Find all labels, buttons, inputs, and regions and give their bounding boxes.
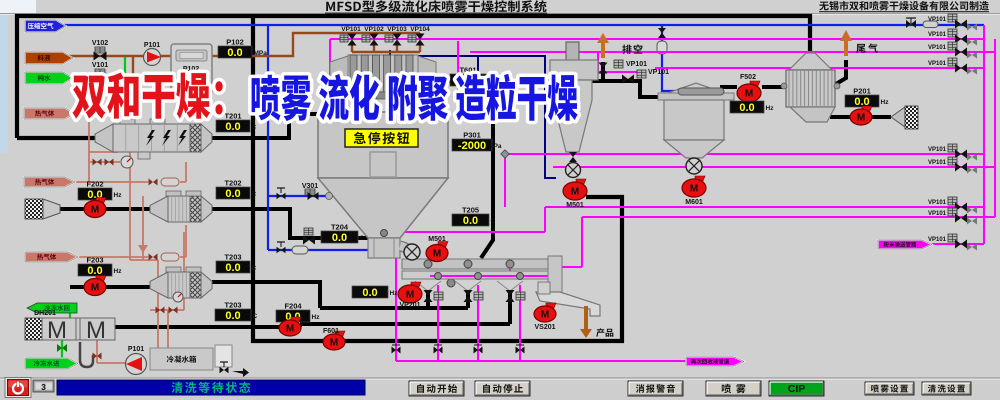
svg-text:P101: P101 bbox=[144, 42, 160, 49]
svg-text:0.0: 0.0 bbox=[225, 188, 240, 200]
svg-text:C: C bbox=[491, 218, 496, 225]
svg-text:0.0: 0.0 bbox=[463, 215, 478, 227]
svg-text:M: M bbox=[745, 89, 753, 100]
svg-text:Hz: Hz bbox=[312, 314, 321, 321]
svg-text:T202: T202 bbox=[224, 179, 241, 188]
svg-text:VP101: VP101 bbox=[928, 211, 947, 217]
svg-text:V301: V301 bbox=[302, 183, 318, 190]
svg-text:0.0: 0.0 bbox=[225, 121, 240, 133]
svg-text:M: M bbox=[541, 310, 549, 321]
svg-text:M: M bbox=[433, 249, 441, 260]
svg-text:V102: V102 bbox=[92, 40, 108, 47]
svg-text:T205: T205 bbox=[462, 206, 479, 215]
svg-text:M: M bbox=[91, 205, 99, 216]
svg-text:0.0: 0.0 bbox=[87, 265, 102, 277]
svg-text:VP101: VP101 bbox=[648, 69, 669, 76]
svg-text:T204: T204 bbox=[331, 223, 349, 232]
svg-text:VP101: VP101 bbox=[928, 32, 947, 38]
svg-text:VP101: VP101 bbox=[928, 200, 947, 206]
svg-text:P102: P102 bbox=[183, 66, 199, 73]
svg-text:0.0: 0.0 bbox=[225, 262, 240, 274]
svg-text:C: C bbox=[252, 265, 257, 272]
svg-text:VP101: VP101 bbox=[928, 237, 947, 243]
svg-text:VP101: VP101 bbox=[928, 160, 947, 166]
svg-text:Hz: Hz bbox=[881, 99, 890, 106]
svg-text:M: M bbox=[406, 290, 414, 301]
svg-text:V101: V101 bbox=[92, 62, 108, 69]
svg-text:VP201: VP201 bbox=[399, 302, 420, 309]
svg-text:P301: P301 bbox=[463, 131, 481, 140]
svg-text:C: C bbox=[252, 124, 257, 131]
svg-text:VP101: VP101 bbox=[928, 45, 947, 51]
svg-text:0.0: 0.0 bbox=[362, 287, 377, 299]
svg-text:VP101: VP101 bbox=[928, 147, 947, 153]
svg-text:M: M bbox=[330, 338, 338, 349]
svg-text:Hz: Hz bbox=[766, 105, 775, 112]
svg-text:T201: T201 bbox=[224, 112, 241, 121]
svg-text:CIP: CIP bbox=[788, 383, 806, 395]
svg-text:F203: F203 bbox=[86, 256, 103, 265]
svg-text:M: M bbox=[857, 113, 865, 124]
svg-text:VP101: VP101 bbox=[928, 17, 947, 23]
svg-text:Hz: Hz bbox=[114, 192, 123, 199]
svg-text:M: M bbox=[286, 324, 294, 335]
svg-text:M: M bbox=[91, 283, 99, 294]
svg-text:3: 3 bbox=[41, 382, 46, 392]
svg-text:VP103: VP103 bbox=[387, 26, 407, 33]
svg-text:-2000: -2000 bbox=[458, 140, 486, 152]
svg-text:Hz: Hz bbox=[390, 290, 399, 297]
svg-text:0.0: 0.0 bbox=[854, 96, 869, 108]
svg-text:M: M bbox=[47, 317, 67, 344]
svg-text:0.0: 0.0 bbox=[225, 310, 240, 322]
svg-text:0.0: 0.0 bbox=[739, 102, 754, 114]
svg-text:VS201: VS201 bbox=[534, 324, 555, 331]
svg-text:VP104: VP104 bbox=[410, 26, 430, 33]
svg-text:VP101: VP101 bbox=[626, 61, 647, 68]
svg-text:F502: F502 bbox=[740, 74, 756, 81]
svg-text:M: M bbox=[571, 187, 579, 198]
svg-text:C: C bbox=[360, 235, 365, 242]
svg-text:Hz: Hz bbox=[114, 268, 123, 275]
svg-text:P101: P101 bbox=[128, 346, 144, 353]
svg-text:P201: P201 bbox=[853, 87, 871, 96]
svg-text:MPa: MPa bbox=[254, 50, 268, 57]
svg-text:DH201: DH201 bbox=[34, 310, 56, 317]
svg-text:T601: T601 bbox=[459, 66, 476, 75]
svg-text:VP101: VP101 bbox=[928, 61, 947, 67]
svg-text:0.0: 0.0 bbox=[227, 47, 242, 59]
svg-text:M501: M501 bbox=[428, 236, 446, 243]
svg-text:M501: M501 bbox=[566, 202, 584, 209]
svg-text:F204: F204 bbox=[284, 302, 302, 311]
svg-text:M601: M601 bbox=[685, 199, 703, 206]
svg-text:0.0: 0.0 bbox=[332, 232, 347, 244]
svg-text:VP102: VP102 bbox=[364, 26, 384, 33]
svg-text:C: C bbox=[252, 191, 257, 198]
svg-text:F601: F601 bbox=[323, 328, 339, 335]
svg-text:M: M bbox=[86, 317, 106, 344]
svg-text:F202: F202 bbox=[86, 180, 103, 189]
svg-text:P102: P102 bbox=[226, 38, 244, 47]
svg-text:VP101: VP101 bbox=[341, 26, 361, 33]
svg-text:T203: T203 bbox=[224, 253, 241, 262]
svg-text:M: M bbox=[690, 184, 698, 195]
svg-text:T203: T203 bbox=[224, 301, 241, 310]
svg-text:C: C bbox=[253, 313, 258, 320]
svg-text:Pa: Pa bbox=[494, 143, 502, 150]
